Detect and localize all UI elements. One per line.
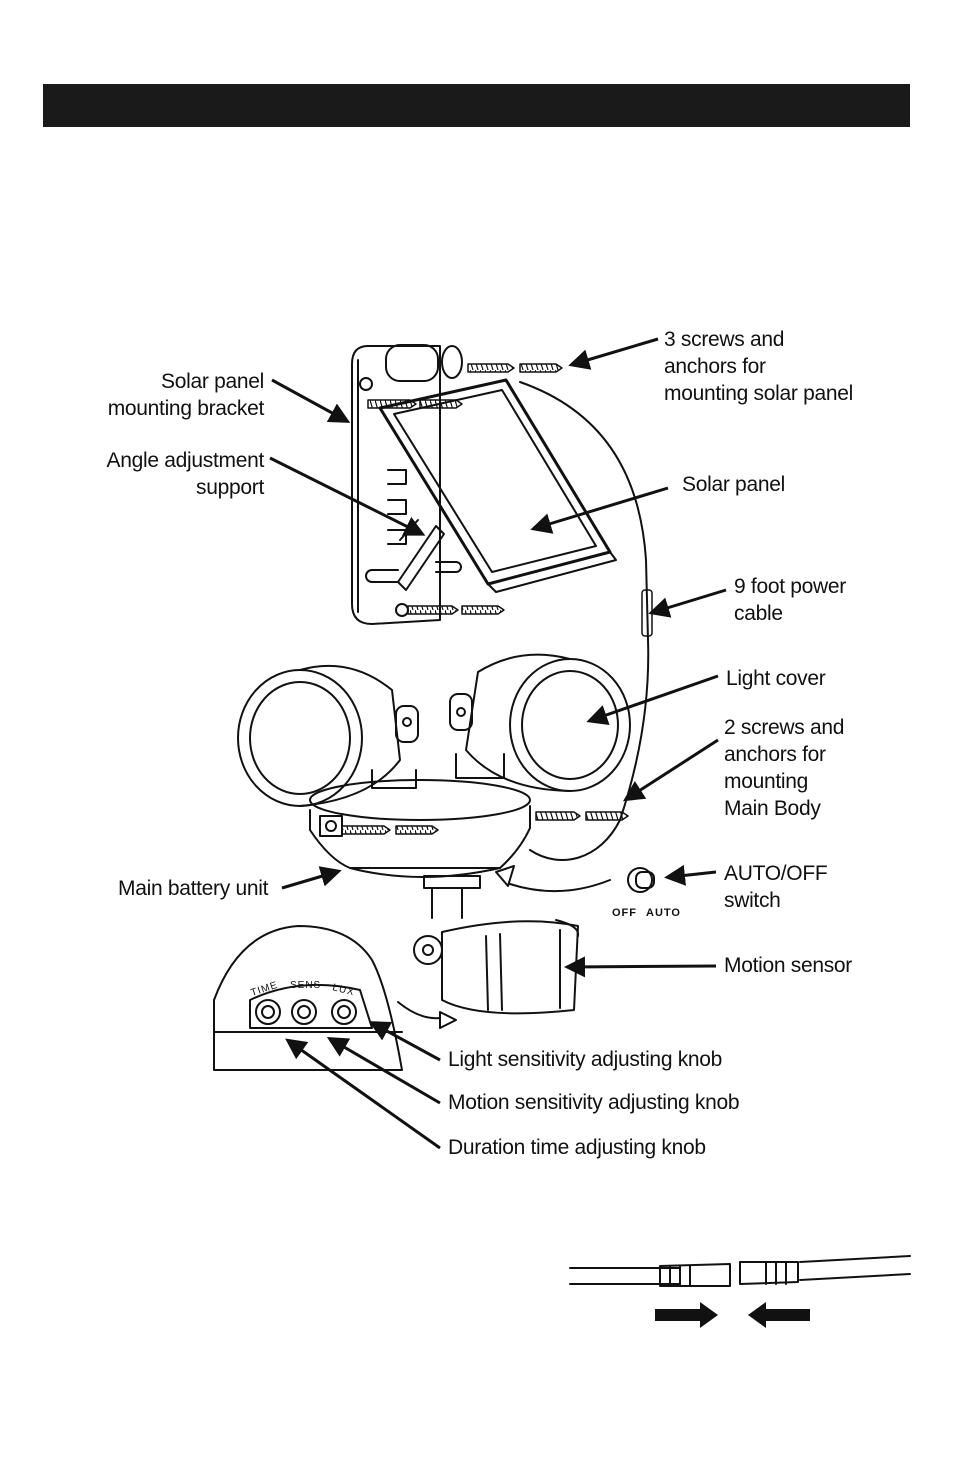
switch-off-text: OFF (612, 907, 637, 919)
screws-main (341, 811, 629, 835)
right-light (449, 653, 631, 792)
solar-panel (378, 378, 617, 593)
knob-sens-text: SENS (290, 980, 321, 991)
label-duration-knob: Duration time adjusting knob (448, 1136, 706, 1159)
label-battery-unit: Main battery unit (118, 877, 269, 900)
connector-arrows (655, 1302, 810, 1328)
knob-time-text: TIME (250, 980, 280, 999)
switch-auto-text: AUTO (646, 907, 681, 919)
mounting-bracket (351, 344, 463, 625)
header-bar (43, 84, 910, 127)
leader-arrows (269, 337, 727, 1150)
screws-solar (367, 363, 563, 615)
left-light (237, 664, 419, 807)
label-solar-panel: Solar panel (682, 473, 785, 496)
cable-connector (569, 1255, 911, 1287)
label-motion-sensor: Motion sensor (724, 954, 852, 977)
label-motion-knob: Motion sensitivity adjusting knob (448, 1091, 740, 1114)
motion-sensor (413, 919, 580, 1015)
main-battery-unit (309, 779, 531, 878)
knob-lux-text: LUX (331, 982, 355, 998)
label-light-knob: Light sensitivity adjusting knob (448, 1048, 723, 1071)
power-cable (519, 381, 650, 861)
label-light-cover: Light cover (726, 667, 826, 690)
auto-off-switch (627, 867, 655, 893)
